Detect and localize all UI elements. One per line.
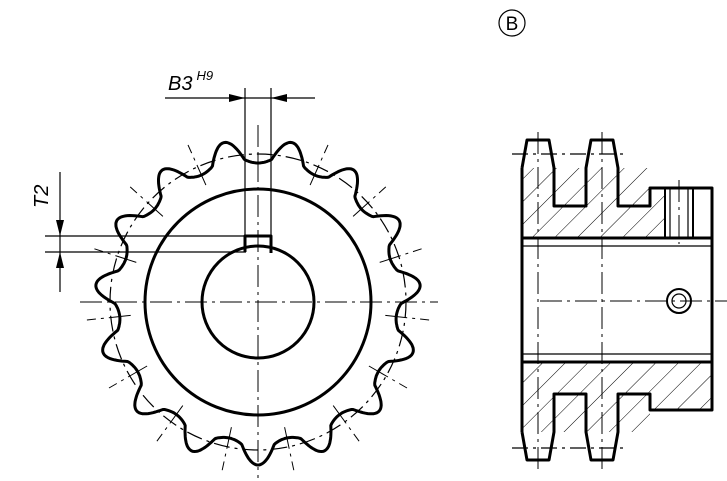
tooth-gap-centerline: [94, 248, 137, 263]
tooth-gap-centerline: [368, 365, 408, 389]
side-section-view: [512, 132, 727, 470]
width-dimension: B3 H9: [165, 68, 315, 102]
width-tolerance-label: H9: [196, 68, 213, 83]
set-screw-hole: [664, 180, 694, 314]
tooth-gap-centerline: [86, 314, 131, 321]
tooth-gap-centerline: [332, 405, 360, 442]
tooth-gap-centerline: [385, 314, 430, 321]
view-marker-label: B: [506, 14, 519, 35]
section-hatch-top: [522, 168, 665, 238]
tooth-gap-centerline: [129, 186, 164, 217]
tooth-gap-centerline: [284, 427, 295, 471]
tooth-gap-centerline: [221, 427, 232, 471]
tooth-gap-centerline: [309, 144, 329, 186]
tooth-gap-centerline: [108, 365, 148, 389]
section-outline: [520, 138, 714, 462]
front-view: B3 H9 T2: [31, 68, 438, 478]
tooth-gap-centerline: [156, 405, 184, 442]
depth-dimension-label: T2: [31, 185, 53, 208]
tooth-gap-centerline: [352, 186, 387, 217]
tooth-gap-centerline: [379, 248, 422, 263]
width-dimension-label: B3: [168, 73, 192, 95]
depth-dimension: T2: [31, 172, 268, 292]
tooth-gap-centerline: [187, 144, 207, 186]
view-marker: B: [498, 9, 526, 37]
